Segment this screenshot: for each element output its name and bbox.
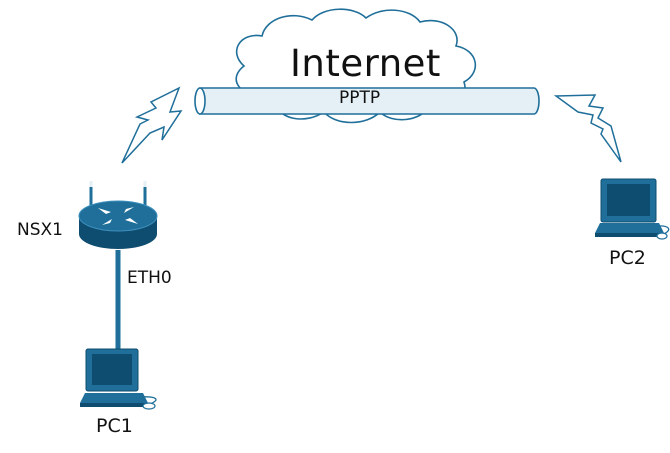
workstation-icon bbox=[80, 348, 157, 410]
wireless-router-icon bbox=[78, 181, 158, 249]
pc2-label: PC2 bbox=[609, 247, 646, 269]
interface-label: ETH0 bbox=[127, 268, 172, 288]
pc1-label: PC1 bbox=[96, 415, 133, 437]
tunnel-pipe-icon bbox=[194, 87, 540, 115]
workstation-icon bbox=[595, 178, 670, 240]
tunnel-label: PPTP bbox=[339, 88, 381, 108]
router-label: NSX1 bbox=[17, 220, 63, 240]
lightning-icon bbox=[121, 86, 183, 164]
internet-label: Internet bbox=[290, 42, 441, 85]
lightning-icon bbox=[553, 94, 622, 163]
